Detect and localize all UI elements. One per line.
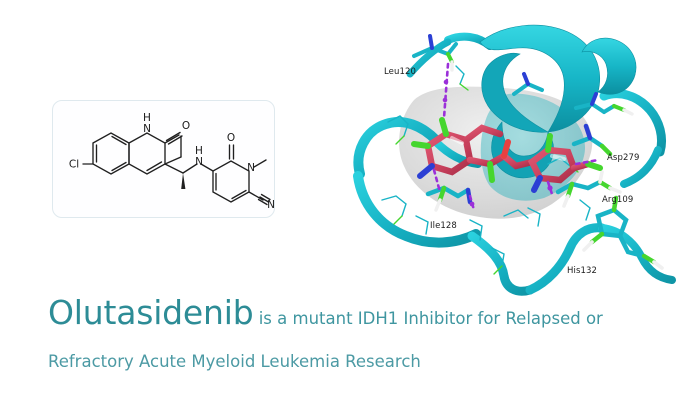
subtitle: Refractory Acute Myeloid Leukemia Resear… <box>48 352 421 371</box>
hydrogen-bond-nodes <box>442 79 553 207</box>
atom-label-n-3: N <box>247 162 255 174</box>
residue-label-his132: His132 <box>567 266 598 276</box>
atom-label-o-1: O <box>182 120 190 132</box>
atom-label-h-2: H <box>195 145 203 157</box>
protein-ribbon-loops <box>353 32 676 296</box>
atom-label-n-nitrile: N <box>267 199 275 211</box>
olutasidenib-ligand-sticks <box>411 117 603 193</box>
hydrogen-bond-dashes <box>432 62 600 212</box>
caption-block: Olutasidenib is a mutant IDH1 Inhibitor … <box>48 296 668 370</box>
residue-label-ile128: Ile128 <box>430 221 457 231</box>
drug-name: Olutasidenib <box>48 293 254 332</box>
chemical-structure-card: Cl H N O H N O N N <box>52 100 275 218</box>
atom-label-o-2: O <box>227 132 235 144</box>
olutasidenib-structure-diagram: Cl H N O H N O N N <box>69 112 275 211</box>
atom-label-n-1: N <box>143 123 151 135</box>
atom-label-n-2: N <box>195 156 203 168</box>
residue-label-asp279: Asp279 <box>607 153 640 163</box>
protein-side-chain-sticks <box>381 34 664 275</box>
atom-label-h-1: H <box>143 112 151 124</box>
residue-label-leu120: Leu120 <box>384 67 417 77</box>
residue-label-arg109: Arg109 <box>602 195 634 205</box>
headline: Olutasidenib is a mutant IDH1 Inhibitor … <box>48 296 668 329</box>
atom-label-cl: Cl <box>69 159 79 171</box>
headline-description: is a mutant IDH1 Inhibitor for Relapsed … <box>253 309 603 328</box>
protein-ligand-figure: Leu120 Asp279 Arg109 Ile128 His132 <box>352 4 700 298</box>
protein-structure-render <box>353 24 676 296</box>
